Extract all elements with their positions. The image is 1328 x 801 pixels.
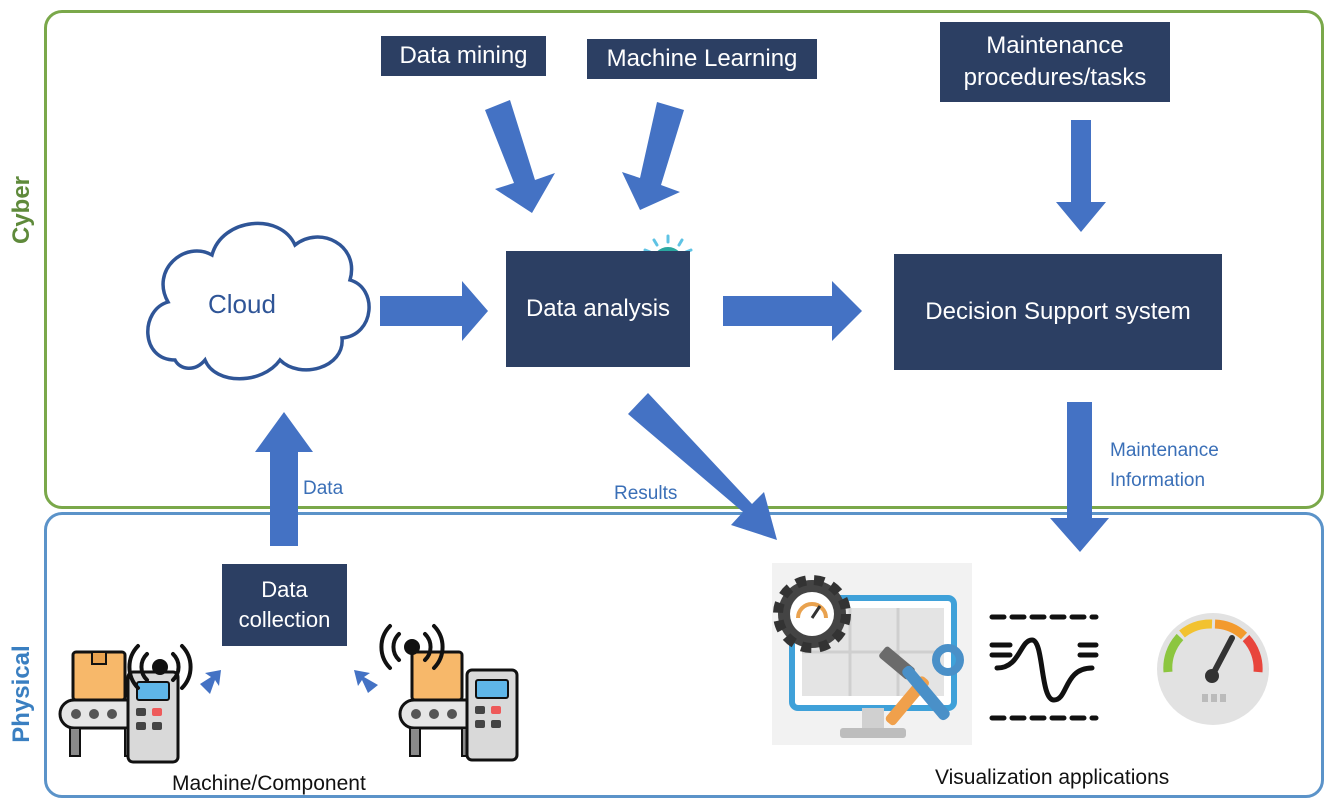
wireless-signal-icon-left — [127, 644, 193, 690]
decision-support-system-box: Decision Support system — [894, 254, 1222, 370]
data-collection-box: Data collection — [222, 564, 347, 646]
machine-component-caption: Machine/Component — [172, 772, 366, 795]
maintenance-procedures-box: Maintenance procedures/tasks — [940, 22, 1170, 102]
arrow-maintenance-info — [1050, 402, 1109, 552]
machine-learning-box: Machine Learning — [587, 39, 817, 79]
conveyor-machine-icon-left — [58, 650, 180, 764]
physical-layer-frame — [44, 512, 1324, 798]
gauge-icon — [1157, 613, 1269, 725]
arrow-machine-right-to-collection — [354, 670, 378, 693]
conveyor-machine-icon-right — [398, 650, 519, 762]
monitor-gear-tools-icon — [772, 563, 972, 745]
arrow-ml-to-analysis — [622, 102, 684, 210]
arrow-procedures-to-dss — [1056, 120, 1106, 232]
arrow-cloud-to-analysis — [380, 281, 488, 341]
cloud-label: Cloud — [208, 289, 276, 319]
arrow-results — [628, 393, 777, 540]
signal-wave-icon — [989, 614, 1099, 721]
visualization-applications-caption: Visualization applications — [935, 766, 1170, 789]
results-flow-label: Results — [614, 483, 678, 504]
data-flow-label: Data — [303, 478, 344, 499]
data-mining-box: Data mining — [381, 36, 546, 76]
cloud-icon — [146, 221, 371, 381]
arrow-data-up — [255, 412, 313, 546]
maintenance-information-label: Maintenance Information — [1110, 440, 1219, 491]
arrow-analysis-to-dss — [723, 281, 862, 341]
data-analysis-box: Data analysis — [506, 251, 690, 367]
arrow-machine-left-to-collection — [200, 670, 221, 694]
wireless-signal-icon-right — [379, 624, 445, 670]
cyber-layer-frame — [44, 10, 1324, 509]
arrow-mining-to-analysis — [485, 100, 555, 213]
